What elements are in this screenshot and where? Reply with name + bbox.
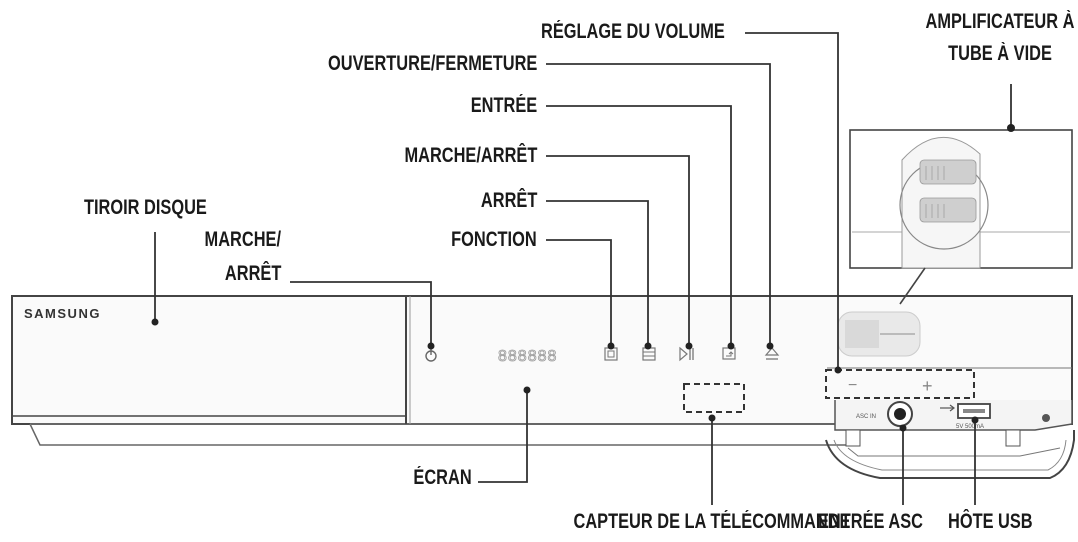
leader-lines [154,32,1012,505]
label-disc-tray: TIROIR DISQUE [84,196,207,219]
brand-logo: SAMSUNG [24,306,101,321]
volume-minus-button[interactable]: − [848,377,857,394]
label-volume: RÉGLAGE DU VOLUME [541,20,725,43]
usb-icon [940,404,955,412]
usb-port[interactable] [957,403,991,419]
label-asc-in: ENTRÉE ASC [818,510,923,533]
label-power-line2: ARRÊT [224,262,281,285]
flap-screw [1042,414,1050,422]
device-base [29,423,860,446]
label-function: FONCTION [451,228,537,251]
display-readout: 888888 [498,348,557,365]
asc-in-jack[interactable] [887,401,913,427]
play-pause-icon[interactable] [679,346,694,362]
label-tube-amp-line2: TUBE À VIDE [948,42,1052,65]
tube-amp-window [837,311,921,357]
tube-amp-zoom-callout [849,129,1073,305]
label-play-pause: MARCHE/ARRÊT [404,144,537,167]
front-flap [825,400,1075,479]
label-remote-sensor: CAPTEUR DE LA TÉLÉCOMMANDE [573,510,851,533]
label-power-line1: MARCHE/ [204,228,281,251]
asc-in-jack-label: ASC IN [856,414,876,420]
label-display: ÉCRAN [413,466,472,489]
label-tube-amp-line1: AMPLIFICATEUR À [925,10,1075,33]
volume-control-box [825,369,975,399]
remote-sensor-window [683,383,745,413]
label-input: ENTRÉE [470,94,537,117]
volume-plus-button[interactable]: + [922,376,933,396]
label-usb-host: HÔTE USB [948,510,1033,533]
label-open-close: OUVERTURE/FERMETURE [327,52,537,75]
usb-spec-label: 5V 500mA [956,424,984,430]
eject-icon[interactable] [764,347,780,360]
label-stop: ARRÊT [480,189,537,212]
